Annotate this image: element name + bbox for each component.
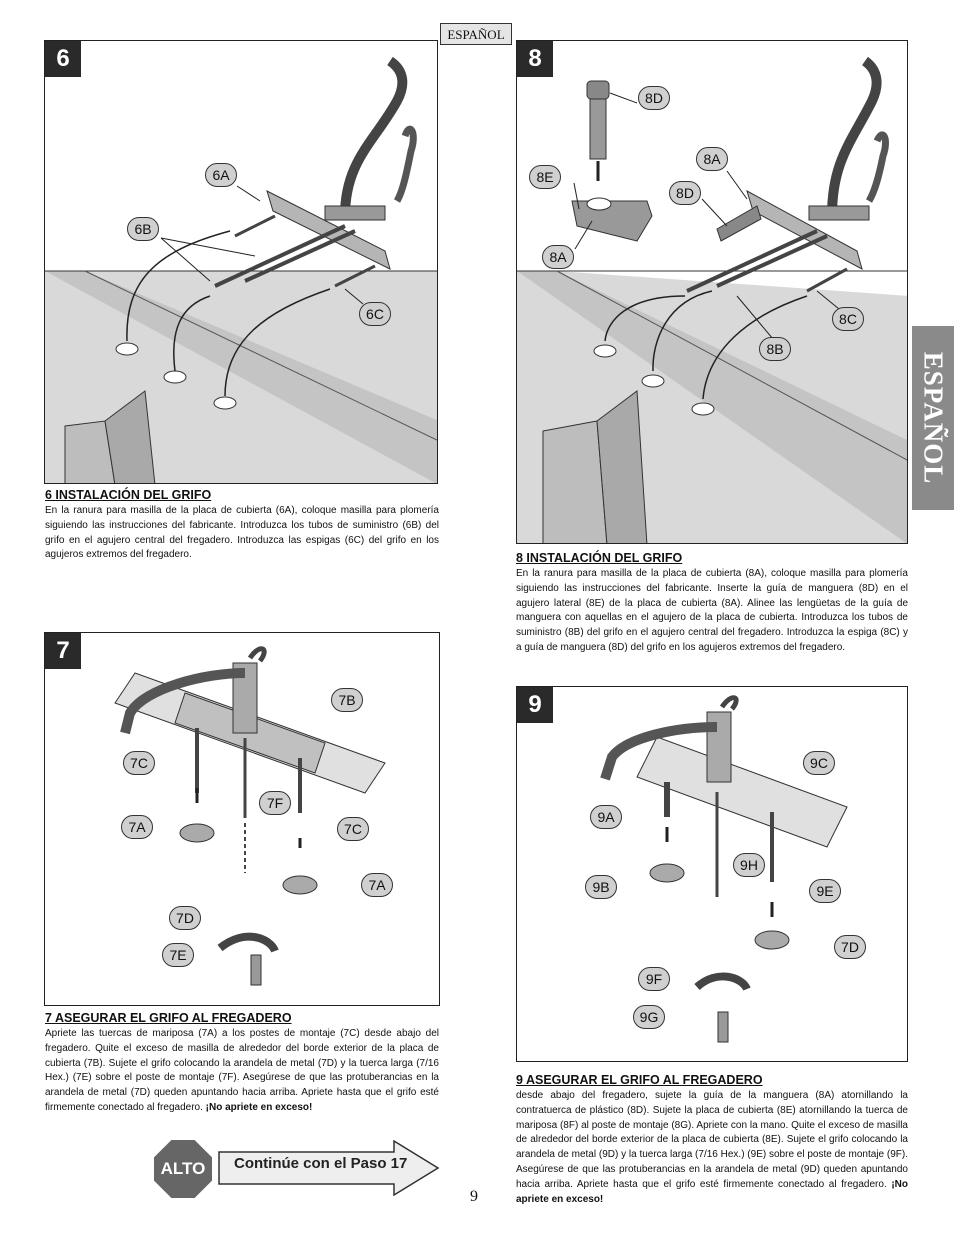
step-badge-9: 9: [517, 687, 553, 723]
callout-6c: 6C: [359, 302, 391, 326]
section-6-title: 6 INSTALACIÓN DEL GRIFO: [45, 488, 212, 502]
callout-8d-top: 8D: [638, 86, 670, 110]
figure-6-illustration: [45, 56, 437, 483]
callout-7c-right: 7C: [337, 817, 369, 841]
callout-7d: 7D: [169, 906, 201, 930]
stop-label: ALTO: [160, 1159, 206, 1178]
callout-7e: 7E: [162, 943, 194, 967]
callout-7f: 7F: [259, 791, 291, 815]
figure-8: 8 8D 8E 8A 8A 8D 8C: [516, 40, 908, 544]
callout-8a-right: 8A: [696, 147, 728, 171]
callout-7b: 7B: [331, 688, 363, 712]
callout-8a-left: 8A: [542, 245, 574, 269]
callout-8e: 8E: [529, 165, 561, 189]
callout-6b: 6B: [127, 217, 159, 241]
section-7-body: Apriete las tuercas de mariposa (7A) a l…: [45, 1027, 439, 1116]
step-badge-8: 8: [517, 41, 553, 77]
side-language-tab: ESPAÑOL: [912, 326, 954, 510]
callout-7a-left: 7A: [121, 815, 153, 839]
language-tab: ESPAÑOL: [440, 23, 512, 45]
figure-6: 6 6A 6B 6C: [44, 40, 438, 484]
callout-9h: 9H: [733, 853, 765, 877]
callout-8d-right: 8D: [669, 181, 701, 205]
figure-7-illustration: [114, 646, 386, 986]
step-badge-7: 7: [45, 633, 81, 669]
callout-8b: 8B: [759, 337, 791, 361]
side-tab-label: ESPAÑOL: [918, 351, 949, 485]
stop-sign-icon: ALTO: [154, 1140, 212, 1198]
section-9-emphasis: ¡No apriete en exceso!: [516, 1178, 908, 1205]
section-6: 6 INSTALACIÓN DEL GRIFO En la ranura par…: [45, 488, 439, 563]
callout-9d: 7D: [834, 935, 866, 959]
callout-7a-right: 7A: [361, 873, 393, 897]
page-number: 9: [470, 1188, 478, 1205]
callout-9e: 9E: [809, 879, 841, 903]
section-8: 8 INSTALACIÓN DEL GRIFO En la ranura par…: [516, 551, 908, 656]
continue-label: Continúe con el Paso 17: [234, 1155, 408, 1172]
section-7-emphasis: ¡No apriete en exceso!: [205, 1101, 313, 1113]
section-8-title: 8 INSTALACIÓN DEL GRIFO: [516, 551, 683, 565]
figure-8-illustration: [517, 56, 907, 543]
figure-9: 9 9C 9A 9H 9B 9E 7D 9F 9G: [516, 686, 908, 1062]
section-6-body: En la ranura para masilla de la placa de…: [45, 505, 439, 561]
section-9-body: desde abajo del fregadero, sujete la guí…: [516, 1089, 908, 1207]
section-7: 7 ASEGURAR EL GRIFO AL FREGADERO Apriete…: [45, 1011, 439, 1116]
section-9-title: 9 ASEGURAR EL GRIFO AL FREGADERO: [516, 1073, 763, 1087]
step-badge-6: 6: [45, 41, 81, 77]
callout-7c-left: 7C: [123, 751, 155, 775]
figure-9-illustration: [600, 695, 848, 1043]
callout-9f: 9F: [638, 967, 670, 991]
section-7-title: 7 ASEGURAR EL GRIFO AL FREGADERO: [45, 1011, 292, 1025]
callout-9a: 9A: [590, 805, 622, 829]
continue-arrow: Continúe con el Paso 17: [218, 1140, 440, 1196]
arrow-right-icon: [218, 1140, 440, 1196]
callout-6a: 6A: [205, 163, 237, 187]
section-7-body-text: Apriete las tuercas de mariposa (7A) a l…: [45, 1028, 439, 1113]
callout-9c: 9C: [803, 751, 835, 775]
section-9: 9 ASEGURAR EL GRIFO AL FREGADERO desde a…: [516, 1073, 908, 1207]
section-8-body: En la ranura para masilla de la placa de…: [516, 568, 908, 653]
callout-9g: 9G: [633, 1005, 665, 1029]
callout-9b: 9B: [585, 875, 617, 899]
callout-8c: 8C: [832, 307, 864, 331]
figure-7: 7 7B 7C 7F 7C 7A 7A 7D 7E: [44, 632, 440, 1006]
section-9-body-text: desde abajo del fregadero, sujete la guí…: [516, 1090, 908, 1190]
